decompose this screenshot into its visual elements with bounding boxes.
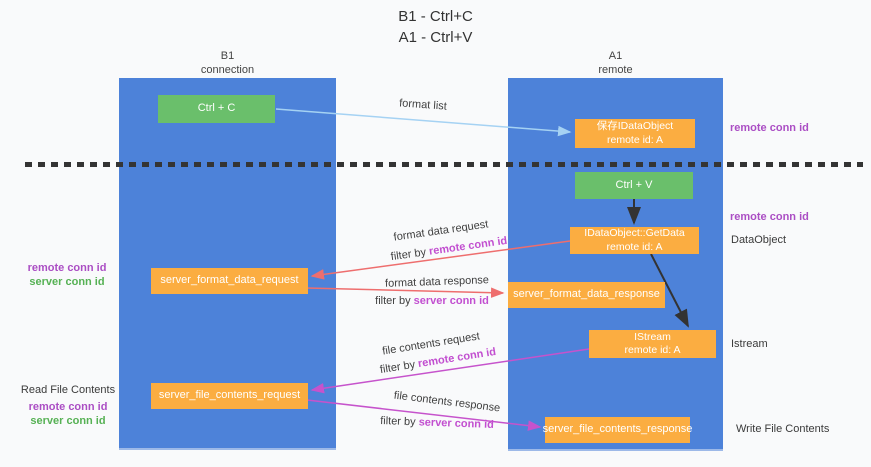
- read-file-contents-labels: Read File Contents remote conn id server…: [18, 384, 118, 428]
- save-idataobject-line2: remote id: A: [606, 133, 664, 146]
- ctrl-v-label: Ctrl + V: [615, 178, 653, 191]
- left2-server-conn-id-label: server conn id: [30, 414, 106, 427]
- file-contents-response-label: file contents response: [393, 389, 501, 415]
- filter-prefix: filter by: [379, 415, 419, 429]
- remote-conn-id-inline: remote conn id: [428, 234, 508, 258]
- lifeline-header-a1: A1 remote: [508, 50, 723, 78]
- left-remote-conn-id-label: remote conn id: [27, 262, 107, 274]
- istream-box: IStream remote id: A: [589, 330, 716, 358]
- save-idataobject-box: 保存IDataObject remote id: A: [575, 119, 695, 148]
- istream-line1: IStream: [634, 330, 671, 343]
- left-server-conn-id-label: server conn id: [29, 275, 105, 288]
- idataobject-getdata-box: IDataObject::GetData remote id: A: [570, 227, 699, 254]
- getdata-line1: IDataObject::GetData: [584, 227, 685, 240]
- lifeline-b1-role: connection: [200, 63, 255, 76]
- format-data-response-filter-label: filter by server conn id: [375, 295, 489, 307]
- lifeline-header-b1: B1 connection: [119, 50, 336, 78]
- server-format-data-response-box: server_format_data_response: [508, 282, 665, 308]
- server-conn-id-inline: server conn id: [418, 416, 495, 431]
- ctrl-c-label: Ctrl + C: [197, 102, 236, 115]
- ctrl-c-box: Ctrl + C: [158, 95, 275, 123]
- title-line-1: B1 - Ctrl+C: [398, 8, 473, 25]
- filter-prefix: filter by: [375, 295, 414, 307]
- server-conn-id-inline: server conn id: [413, 295, 489, 307]
- ctrl-v-box: Ctrl + V: [575, 172, 693, 199]
- server-file-contents-request-box: server_file_contents_request: [151, 383, 308, 409]
- server-file-contents-response-label: server_file_contents_response: [542, 423, 693, 436]
- server-file-contents-response-box: server_file_contents_response: [542, 417, 693, 443]
- dataobject-label: DataObject: [731, 234, 787, 246]
- istream-side-label: Istream: [731, 338, 768, 350]
- diagram-title: B1 - Ctrl+C A1 - Ctrl+V: [0, 6, 871, 48]
- lifeline-b1-name: B1: [220, 50, 235, 62]
- left-conn-id-labels: remote conn id server conn id: [22, 262, 112, 290]
- istream-line2: remote id: A: [624, 344, 681, 356]
- title-line-2: A1 - Ctrl+V: [398, 29, 473, 46]
- server-format-data-response-label: server_format_data_response: [513, 288, 660, 301]
- remote-conn-id-label-mid: remote conn id: [730, 211, 809, 223]
- phase-separator-dashed-line: [25, 162, 863, 167]
- save-idataobject-line1: 保存IDataObject: [596, 120, 674, 133]
- server-format-data-request-label: server_format_data_request: [160, 274, 299, 287]
- remote-conn-id-label-top: remote conn id: [730, 122, 809, 134]
- file-contents-response-filter-label: filter by server conn id: [380, 415, 494, 431]
- lifeline-a1-role: remote: [598, 63, 633, 76]
- write-file-contents-label: Write File Contents: [736, 423, 830, 435]
- lifeline-a1-name: A1: [608, 50, 623, 62]
- server-format-data-request-box: server_format_data_request: [151, 268, 308, 294]
- server-file-contents-request-label: server_file_contents_request: [158, 389, 301, 402]
- format-list-label: format list: [398, 97, 448, 113]
- read-file-contents-label: Read File Contents: [20, 384, 116, 396]
- getdata-line2: remote id: A: [606, 240, 663, 253]
- filter-prefix: filter by: [390, 245, 430, 264]
- format-data-response-label: format data response: [384, 274, 490, 290]
- left2-remote-conn-id-label: remote conn id: [28, 400, 108, 413]
- filter-prefix: filter by: [379, 358, 420, 377]
